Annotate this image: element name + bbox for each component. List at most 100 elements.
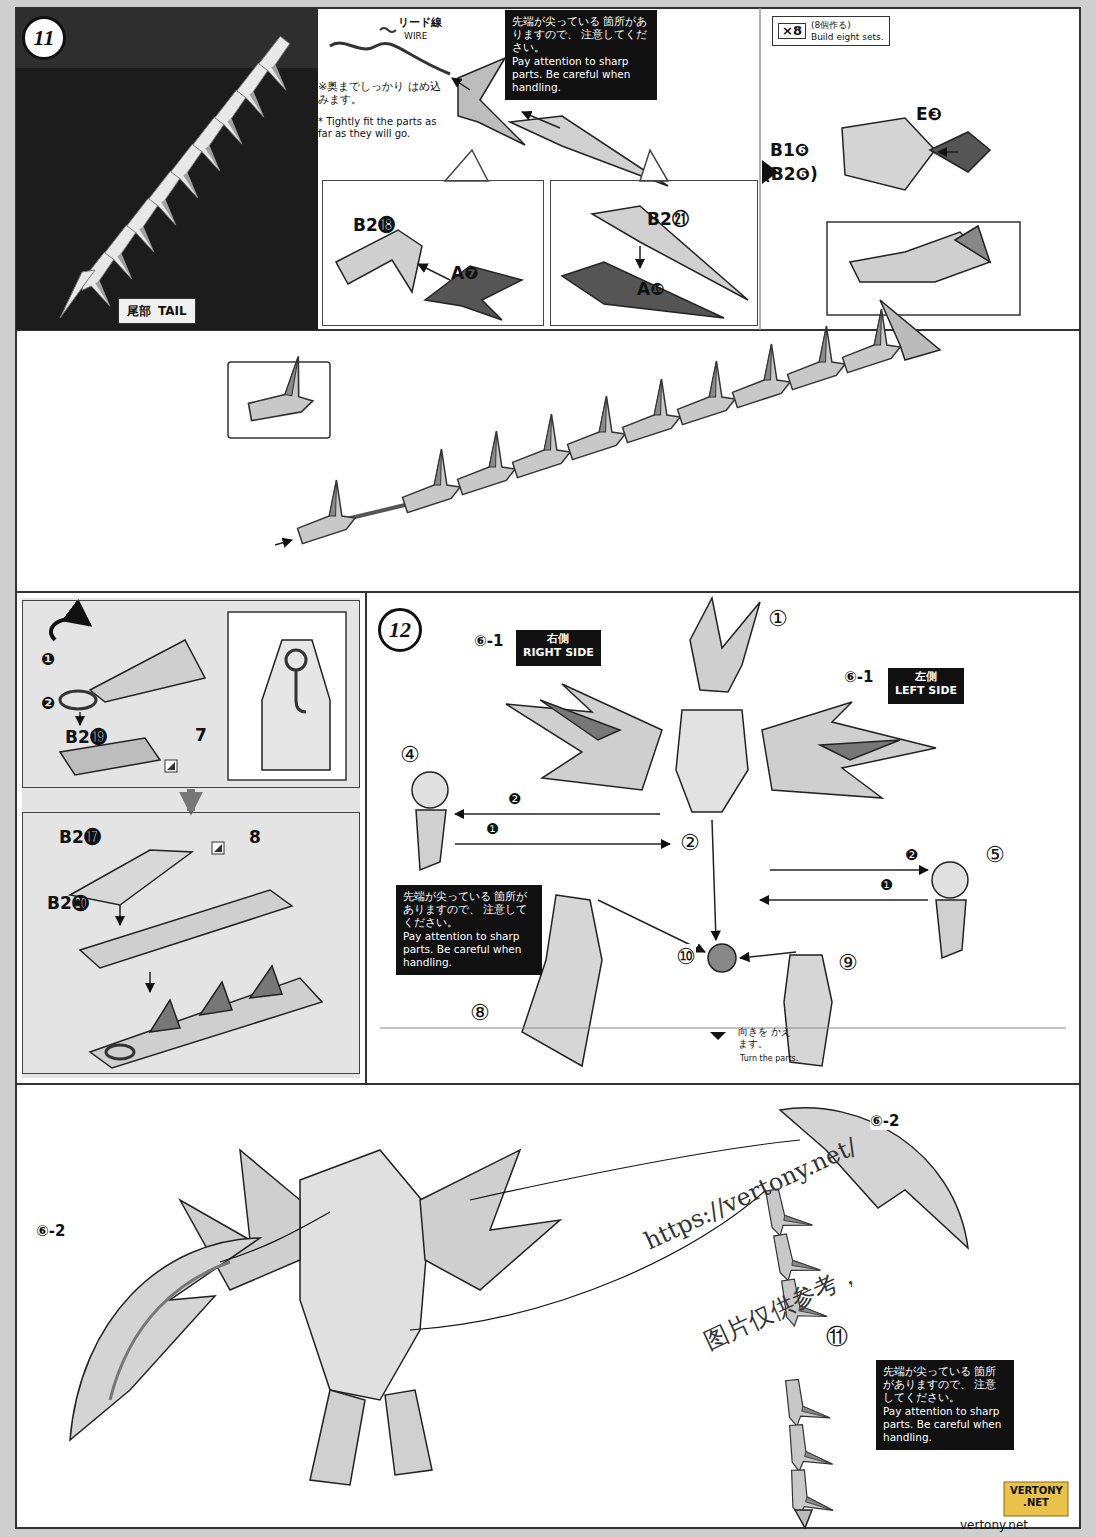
wire-loop-step [262,640,330,770]
tail-photo [16,8,318,330]
step-number: 12 [378,608,422,652]
robot-assembly-rear [70,1108,968,1528]
callout-number: ⑨ [838,950,858,976]
wire-loop-step [212,842,224,854]
callout-number: ⑤ [985,842,1005,868]
side-tag: 右側RIGHT SIDE [516,630,601,666]
robot-assembly-rear [310,1390,432,1485]
robot-assembly-front [690,598,760,692]
flow-arrow [187,789,195,811]
wire-loop-step [51,619,90,640]
wire-loop-step [150,966,282,1032]
tail-photo [60,270,95,318]
callout-number: ⑩ [676,944,696,970]
step-order: ❷ [508,790,521,808]
tail-photo [231,63,287,120]
robot-assembly-front [770,869,928,871]
robot-assembly-front [455,843,670,845]
node-text: TAIL [158,304,187,318]
callout-number: ② [680,830,700,856]
callout-number: ⑥-2 [870,1112,899,1130]
watermark: https://vertony.net/ [640,1132,861,1256]
tail-assembly [242,355,314,420]
turn-note: 向きを かえます。 [738,1026,794,1050]
node-text: 先端が尖っている 箇所がありますので、 注意してください。 [403,890,535,928]
watermark: VERTONY .NET [1010,1485,1062,1509]
robot-assembly-front [412,772,448,808]
page-panels [16,330,1080,592]
robot-assembly-rear [420,1150,560,1290]
robot-assembly-front [762,702,936,798]
wire-loop-step [149,972,151,992]
detail-box: B2⓲A❼ [322,180,544,326]
tail-photo [121,198,177,255]
robot-assembly-front [540,700,620,740]
wire-loop-step [90,640,205,702]
node-text: 左側 [895,670,957,684]
node-text: Pay attention to sharp parts. Be careful… [883,1405,1007,1443]
tail-photo [187,117,243,174]
warning-box: 先端が尖っている 箇所がありますので、 注意してください。Pay attenti… [505,10,657,100]
part-label: B2⓳ [65,727,107,747]
robot-assembly-rear [774,1229,821,1282]
callout-number: ⑪ [826,1324,848,1350]
node-text: LEFT SIDE [895,684,957,698]
tail-photo [16,8,318,330]
step11-subassembly [955,226,990,262]
page-panels [16,1084,1080,1528]
node-text: (8個作る) [811,20,884,30]
robot-assembly-front [712,820,716,940]
step11-subassembly [562,262,724,318]
tail-assembly [612,377,683,442]
part-label: B2⓱ [59,827,101,847]
wire-loop-step [60,691,96,709]
tail-photo [99,225,155,282]
robot-assembly-front [455,813,660,815]
robot-assembly-rear [70,1238,260,1440]
callout-number: ⑥-1 [474,632,503,650]
robot-assembly-front [380,1028,1066,1029]
callout-number: ⑥-1 [844,668,873,686]
step11-subassembly [510,116,668,186]
tail-assembly [777,324,848,389]
part-label: (B2❻) [763,164,818,184]
tail-assembly [502,412,573,477]
page-panels [759,8,761,330]
watermark-logo [1004,1482,1068,1516]
step11-subassembly [938,151,958,153]
turn-note: Turn the parts. [740,1054,798,1064]
node-text: 12 [389,617,411,643]
tail-assembly [557,394,628,459]
wire-loop-step [214,844,222,852]
wire-loop-step [119,905,121,925]
tail-photo [165,144,221,201]
robot-assembly-front [740,952,796,958]
part-label: A❿ [637,279,665,299]
step11-subassembly [842,118,935,190]
note-text: ※奥までしっかり はめ込みます。 [318,80,448,106]
step11-subassembly [930,132,990,172]
tail-assembly [447,429,518,494]
robot-assembly-front [676,710,748,812]
step11-subassembly [452,78,470,90]
part-label: ❷ [41,693,55,713]
step11-subassembly [336,230,422,292]
step-order: ❶ [880,876,893,894]
node-text: ×8 [778,23,806,40]
robot-assembly-front [784,955,832,1066]
tail-photo [253,36,309,93]
node-text: 尾部 [127,303,151,320]
tail-assembly [392,447,463,512]
watermark-logo [1004,1482,1068,1516]
note-text: * Tightly fit the parts as far as they w… [318,116,448,140]
robot-assembly-front [506,684,662,790]
tail-assembly [228,300,940,545]
robot-assembly-rear [110,1262,230,1400]
step-order: ❶ [486,820,499,838]
node-text: 先端が尖っている 箇所がありますので、 注意してください。 [512,15,650,53]
wire-loop-step [90,978,322,1068]
callout-number: ⑥-2 [36,1222,65,1240]
wire-loop-step [51,612,346,1068]
